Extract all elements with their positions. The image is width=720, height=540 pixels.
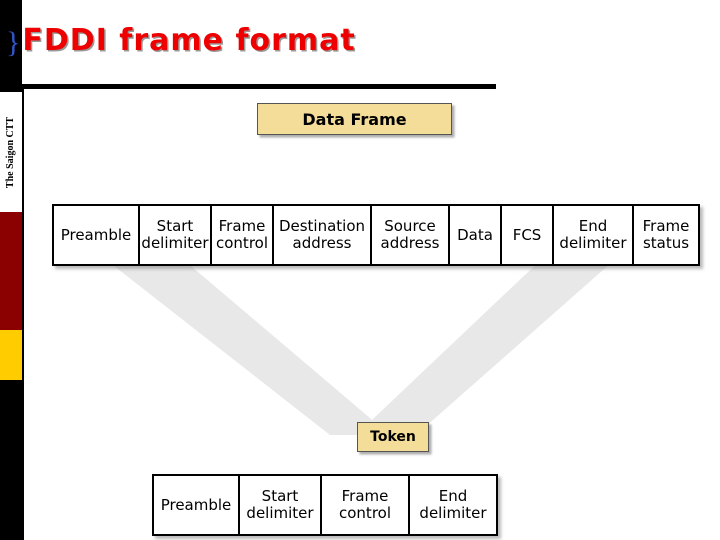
data-frame-field-cell-line2: status: [642, 234, 690, 252]
sidebar-strip-gold: [0, 330, 22, 380]
data-frame-field-cell-line1: Preamble: [60, 225, 132, 244]
data-frame-field-cell-line1: Data: [457, 225, 493, 244]
data-frame-field-cell: Data: [450, 206, 502, 264]
data-frame-field-cell-line2: address: [380, 234, 440, 252]
page-title-text: FDDI frame format: [22, 23, 356, 58]
sidebar-vertical-label: The Saigon CTT: [0, 92, 22, 212]
data-frame-field-cell-line1: End: [578, 217, 608, 236]
data-frame-field-cell-line1: Start: [156, 217, 194, 236]
data-frame-field-cell-line2: control: [216, 234, 268, 252]
sidebar-strip-black-top: [0, 0, 22, 92]
token-field-cell-line1: End: [438, 487, 468, 506]
data-frame-field-cell-line1: FCS: [512, 225, 542, 244]
data-frame-field-cell-line2: address: [292, 234, 352, 252]
data-frame-field-cell-line2: delimiter: [559, 234, 627, 252]
token-header-pill: Token: [357, 422, 429, 452]
data-frame-field-cell: FCS: [502, 206, 554, 264]
sidebar-strip-dark-red: [0, 212, 22, 330]
bullet-brace-icon: }: [6, 26, 21, 59]
token-field-cell-line1: Frame: [341, 487, 389, 506]
data-frame-header-label: Data Frame: [302, 109, 407, 129]
sidebar-strip-black-bottom: [0, 380, 22, 540]
slide-content-area: [22, 89, 706, 540]
data-frame-field-cell: Preamble: [54, 206, 140, 264]
data-frame-field-cell-line1: Frame: [642, 217, 690, 236]
token-field-cell-line2: control: [339, 504, 391, 522]
sidebar-vertical-label-text: The Saigon CTT: [5, 116, 17, 188]
title-divider: [22, 84, 496, 89]
data-frame-field-cell-line1: Frame: [218, 217, 266, 236]
token-field-cell: Preamble: [154, 476, 240, 534]
data-frame-field-cell-line2: delimiter: [141, 234, 209, 252]
token-field-cell-line2: delimiter: [246, 504, 314, 522]
data-frame-header-pill: Data Frame: [257, 103, 452, 135]
data-frame-field-cell-line1: Destination: [278, 217, 366, 236]
token-field-cell-line1: Preamble: [160, 495, 232, 514]
funnel-connector-shape: [100, 255, 620, 435]
data-frame-field-cell-line1: Source: [384, 217, 436, 236]
token-field-cell-line2: delimiter: [419, 504, 487, 522]
token-header-label: Token: [370, 429, 416, 445]
page-title: } FDDI frame format: [6, 26, 356, 58]
token-field-cell-line1: Start: [261, 487, 299, 506]
sidebar-strip-white: [0, 92, 22, 212]
